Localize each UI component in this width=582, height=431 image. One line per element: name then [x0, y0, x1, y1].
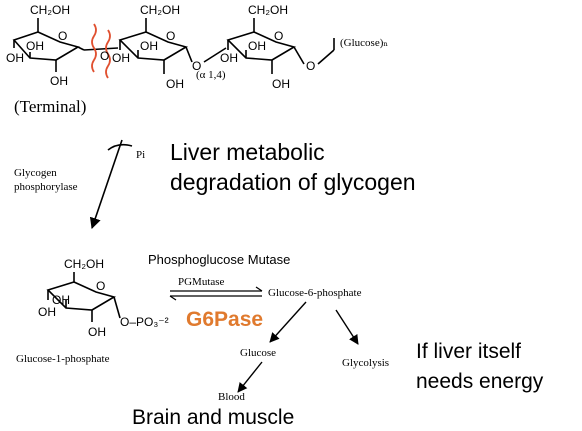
glucose-label: Glucose	[240, 347, 276, 359]
glycolysis-label: Glycolysis	[342, 357, 389, 369]
g1p-ch2oh: CH₂OH	[64, 257, 104, 271]
pi-label: Pi	[136, 149, 145, 161]
oh-label-1c: OH	[50, 74, 68, 88]
link-o-1: O	[100, 49, 109, 63]
g1p-oh-a: OH	[38, 305, 56, 319]
terminal-label: (Terminal)	[14, 97, 86, 116]
glucose-1-phosphate-label: Glucose-1-phosphate	[16, 353, 110, 365]
blood-label: Blood	[218, 391, 245, 403]
oh-label-2a: OH	[112, 51, 130, 65]
note-line-1: If liver itself	[416, 340, 521, 363]
oh-label-1b: OH	[26, 39, 44, 53]
glycogen-phosphorylase-label-1: Glycogen	[14, 167, 57, 179]
glucose-6-phosphate-label: Glucose-6-phosphate	[268, 287, 362, 299]
ch2oh-label-3: CH₂OH	[248, 3, 288, 17]
cleavage-wave-1	[91, 23, 97, 73]
glycogen-phosphorylase-label-2: phosphorylase	[14, 181, 78, 193]
oh-label-2b: OH	[140, 39, 158, 53]
bottom-note: Brain and muscle	[132, 406, 294, 429]
note-line-2: needs energy	[416, 370, 544, 393]
cleavage-wave-2	[105, 29, 111, 79]
title-line-1: Liver metabolic	[170, 139, 325, 165]
title-line-2: degradation of glycogen	[170, 169, 416, 195]
ring-o-1: O	[58, 29, 67, 43]
phosphoglucose-mutase-label: Phosphoglucose Mutase	[148, 252, 290, 267]
link-o-3: O	[306, 59, 315, 73]
g6pase-label: G6Pase	[186, 308, 263, 331]
g6p-arrows	[237, 301, 359, 393]
ring-o-3: O	[274, 29, 283, 43]
glucose-n-label: (Glucose)ₙ	[340, 37, 388, 49]
phosphorylase-arrow	[89, 139, 133, 230]
ring-o-2: O	[166, 29, 175, 43]
ch2oh-label-2: CH₂OH	[140, 3, 180, 17]
oh-label-3a: OH	[220, 51, 238, 65]
alpha-bond-label: (α 1,4)	[196, 69, 226, 81]
link-o-2: O	[192, 59, 201, 73]
oh-label-2c: OH	[166, 77, 184, 91]
oh-label-1a: OH	[6, 51, 24, 65]
ch2oh-label-1: CH₂OH	[30, 3, 70, 17]
g1p-ring-o: O	[96, 279, 105, 293]
oh-label-3c: OH	[272, 77, 290, 91]
glucose-1-phosphate-ring	[46, 272, 121, 322]
glycogen-chain	[12, 18, 335, 74]
cleavage-mark	[91, 23, 111, 79]
mutase-equilibrium-arrows	[169, 286, 263, 301]
g1p-phosphate: O–PO₃⁻²	[120, 315, 169, 329]
g1p-oh-c: OH	[88, 325, 106, 339]
g1p-oh-b: OH	[52, 293, 70, 307]
pgmutase-label: PGMutase	[178, 276, 225, 288]
oh-label-3b: OH	[248, 39, 266, 53]
